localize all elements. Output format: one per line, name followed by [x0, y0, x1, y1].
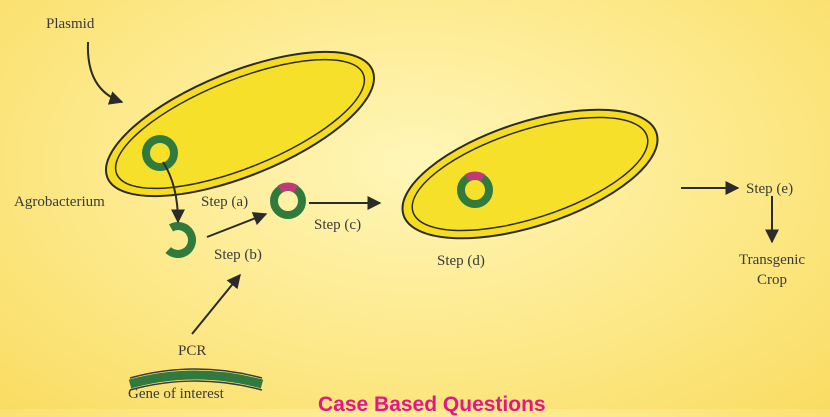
gene-insert-in-cell-right: [467, 175, 483, 178]
gene-of-interest-label: Gene of interest: [128, 386, 224, 403]
plasmid-label: Plasmid: [46, 16, 94, 33]
case-based-questions-heading: Case Based Questions: [318, 393, 546, 417]
step-c-label: Step (c): [314, 217, 361, 234]
arrow-to-plasmid: [88, 42, 122, 102]
cut-plasmid: [159, 221, 197, 259]
arrow-cut-to-recombinant: [207, 214, 266, 237]
step-d-label: Step (d): [437, 253, 485, 270]
transgenic-crop-label: Transgenic Crop: [716, 252, 828, 288]
step-a-label: Step (a): [201, 194, 248, 211]
transgenic-label-line2: Crop: [716, 272, 828, 289]
gene-insert: [280, 186, 296, 189]
step-e-label: Step (e): [746, 181, 793, 198]
arrow-pcr-to-step-b: [192, 275, 240, 334]
transgenic-label-line1: Transgenic: [716, 252, 828, 269]
recombinant-plasmid: [274, 187, 302, 215]
bacterium-cell-right: [387, 83, 672, 264]
pcr-label: PCR: [178, 343, 206, 360]
agrobacterium-label: Agrobacterium: [14, 194, 105, 211]
step-b-label: Step (b): [214, 247, 262, 264]
